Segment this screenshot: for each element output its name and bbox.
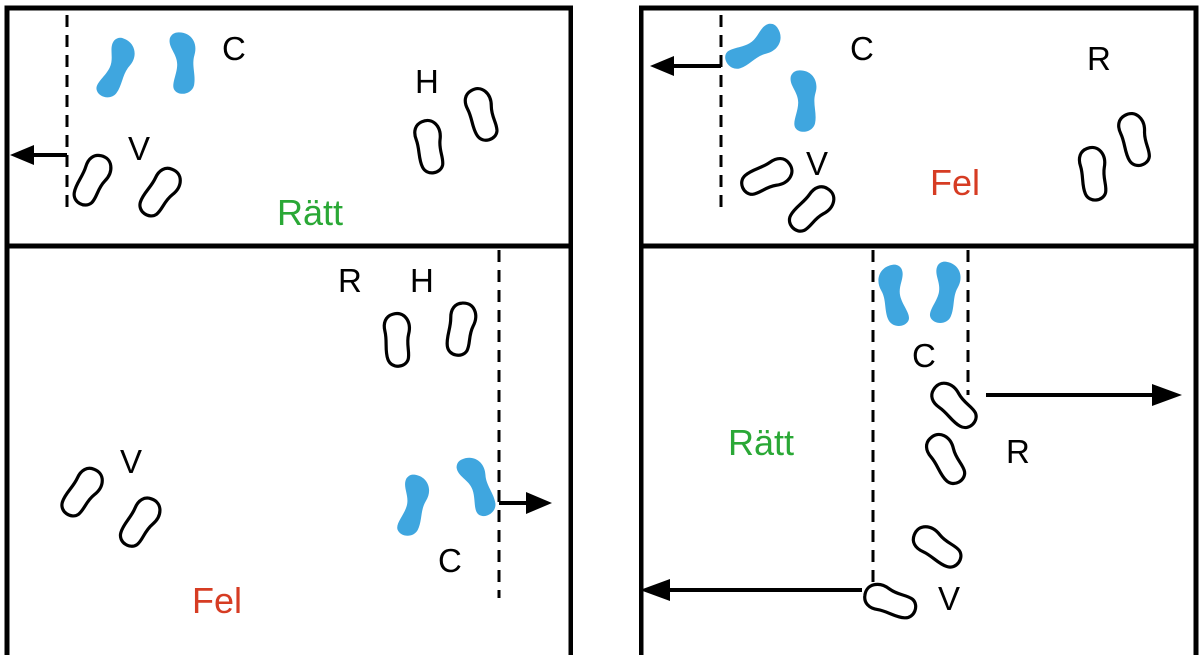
foot-outline: [408, 116, 452, 177]
opponent-feet-r: [919, 376, 985, 490]
verdict-text: Fel: [192, 580, 242, 621]
foot-outline: [114, 491, 167, 554]
label-h: H: [410, 262, 434, 299]
label-v: V: [120, 443, 142, 480]
panel-frame: [4, 243, 574, 655]
player-foot-left: [395, 473, 432, 539]
label-h: H: [415, 63, 439, 100]
player-foot-right: [789, 69, 821, 133]
player-foot-right: [453, 452, 503, 520]
player-foot-left: [94, 35, 140, 103]
label-c: C: [222, 30, 246, 67]
player-feet: [94, 31, 200, 103]
verdict-text: Fel: [930, 162, 980, 203]
verdict-text: Rätt: [277, 192, 343, 233]
foot-outline: [924, 376, 985, 434]
foot-outline: [906, 520, 969, 573]
label-v: V: [128, 130, 150, 167]
panel-top-left: C H V Rätt: [4, 5, 574, 249]
label-c: C: [438, 542, 462, 579]
player-feet: [395, 452, 503, 539]
label-v: V: [938, 580, 960, 617]
player-foot-right: [168, 31, 200, 95]
foot-outline: [444, 300, 479, 359]
foot-outline: [860, 579, 921, 623]
movement-arrow: [10, 145, 67, 165]
foot-outline: [379, 310, 417, 370]
movement-arrow: [499, 492, 552, 514]
movement-arrow: [650, 56, 721, 76]
verdict-text: Rätt: [728, 422, 794, 463]
foot-outline: [56, 461, 109, 524]
opponent-feet-rh: [379, 300, 479, 370]
opponent-feet-r: [1074, 108, 1159, 204]
player-foot-left: [876, 263, 911, 329]
column-gap: [573, 0, 639, 655]
movement-arrow-left: [640, 579, 862, 601]
label-c: C: [850, 30, 874, 67]
foot-outline: [736, 151, 798, 204]
foot-outline: [134, 161, 187, 224]
panel-top-right: C R V Fel: [638, 5, 1199, 249]
player-feet: [721, 20, 821, 133]
label-v: V: [806, 145, 828, 182]
foot-outline: [783, 179, 841, 240]
label-r: R: [1006, 433, 1030, 470]
foot-outline: [1112, 108, 1159, 171]
label-r: R: [338, 262, 362, 299]
player-foot-left: [721, 20, 787, 77]
panel-frame: [638, 5, 1199, 249]
label-c: C: [912, 337, 936, 374]
opponent-feet-v: [56, 461, 167, 554]
foot-outline: [458, 83, 506, 146]
foot-outline: [1074, 143, 1114, 204]
player-foot-right: [928, 260, 963, 326]
foot-outline: [919, 428, 974, 490]
player-feet: [876, 260, 963, 329]
panel-frame: [638, 243, 1199, 655]
foot-outline: [69, 149, 117, 212]
label-r: R: [1087, 40, 1111, 77]
panel-bottom-right: C R V Rätt: [638, 243, 1199, 655]
movement-arrow-right: [986, 384, 1182, 406]
panel-bottom-left: R H V C Fel: [4, 243, 574, 655]
